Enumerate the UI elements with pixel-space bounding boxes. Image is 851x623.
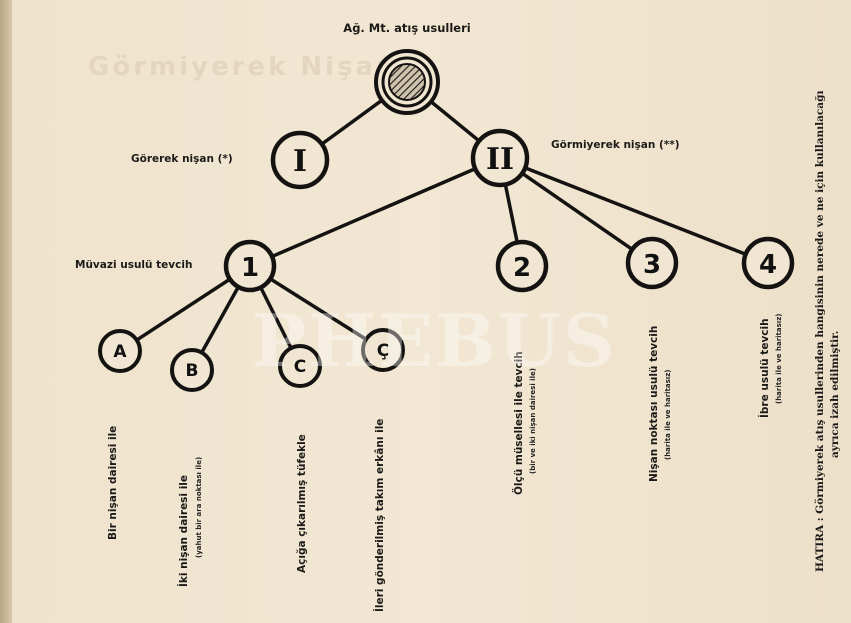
node-A: A: [98, 329, 142, 373]
node-II: II: [470, 128, 530, 188]
node-B-label: B: [186, 361, 199, 381]
node-4-label: 4: [759, 250, 777, 280]
diagram-title: Ağ. Mt. atış usulleri: [343, 21, 470, 35]
book-spine: [0, 0, 12, 623]
node-2-label: 2: [513, 253, 531, 283]
node-4: 4: [741, 236, 795, 290]
node-1: 1: [223, 239, 277, 293]
label-seeing: Görerek nişan (*): [131, 153, 233, 165]
node-Ç-label: Ç: [377, 341, 389, 361]
label-not-seeing: Görmiyerek nişan (**): [551, 139, 680, 151]
node-1-label: 1: [241, 253, 259, 283]
leaf-2-label: Ölçü müsellesi ile tevcih: [511, 351, 525, 495]
label-parallel: Müvazi usulü tevcih: [75, 259, 192, 271]
leaf-C-label: Açığa çıkarılmış tüfekle: [296, 434, 308, 573]
leaf-B-sub: (yahut bir ara noktası ile): [195, 457, 203, 558]
node-II-label: II: [486, 142, 514, 177]
node-I: I: [270, 130, 330, 190]
node-3-label: 3: [643, 250, 661, 280]
node-I-label: I: [293, 144, 307, 179]
edge-II-3: [498, 156, 654, 265]
edge-II-4: [498, 156, 770, 265]
node-2: 2: [495, 239, 549, 293]
phebus-watermark: PHEBUS: [252, 298, 617, 383]
leaf-3-sub: (harita ile ve haritasız): [664, 370, 672, 460]
node-B: B: [170, 348, 214, 392]
leaf-4-sub: (harita ile ve haritasız): [775, 314, 783, 404]
node-C-label: C: [294, 357, 306, 377]
node-A-label: A: [113, 342, 127, 362]
note-line-1: HATIRA : Görmiyerek atış usullerinden ha…: [814, 91, 826, 572]
leaf-A-label: Bir nişan dairesi ile: [107, 426, 119, 540]
bleed-through-text: Görmiyerek Nişan: [88, 52, 398, 82]
leaf-Ç-label: İleri gönderilmiş takım erkânı ile: [372, 419, 386, 612]
leaf-2-sub: (bir ve iki nişan dairesi ile): [529, 368, 537, 474]
node-3: 3: [625, 236, 679, 290]
leaf-3-label: Nişan noktası usulü tevcih: [648, 326, 660, 482]
node-Ç: Ç: [361, 328, 405, 372]
leaf-B-label: İki nişan dairesi ile: [176, 475, 190, 587]
node-C: C: [278, 344, 322, 388]
note-line-2: ayrıca izah edilmiştir.: [829, 331, 841, 458]
edge-II-1: [248, 156, 502, 268]
leaf-4-label: İbre usulü tevcih: [757, 318, 771, 418]
root-node: [374, 49, 440, 115]
